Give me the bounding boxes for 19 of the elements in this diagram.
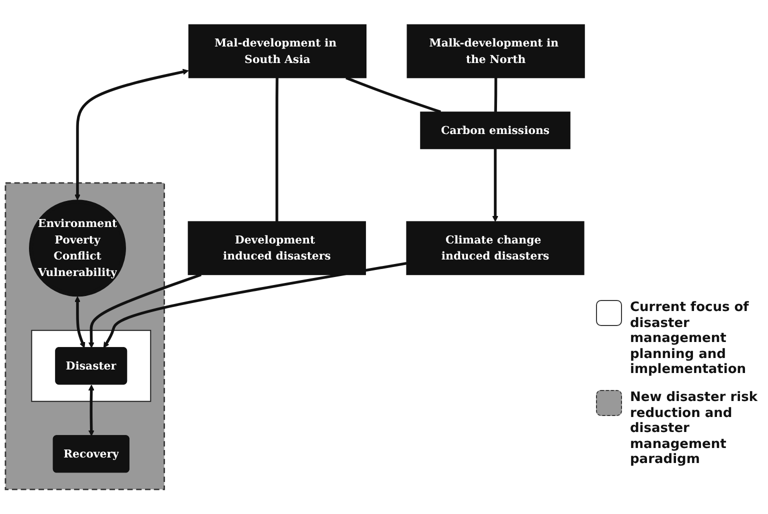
arrow <box>74 68 189 200</box>
arrow <box>492 148 498 222</box>
node-box: Malk-development in the North <box>406 24 585 78</box>
node-box: Mal-development in South Asia <box>188 24 366 78</box>
cluster <box>31 330 152 402</box>
arrow <box>88 384 94 436</box>
connector <box>494 78 498 112</box>
node-circle: Environment Poverty Conflict Vulnerability <box>29 200 126 297</box>
node-box: Development induced disasters <box>188 221 366 276</box>
connector <box>276 78 278 222</box>
cluster <box>4 182 165 490</box>
node-box: Climate change induced disasters <box>406 221 584 276</box>
arrow <box>103 262 407 348</box>
legend-text: New disaster risk reduction and disaster management paradigm <box>630 390 758 468</box>
arrow <box>88 273 202 348</box>
node-box: Carbon emissions <box>420 112 570 150</box>
connector <box>346 76 442 114</box>
arrow <box>74 296 86 348</box>
legend-text: Current focus of disaster management planning and implementation <box>630 300 750 378</box>
